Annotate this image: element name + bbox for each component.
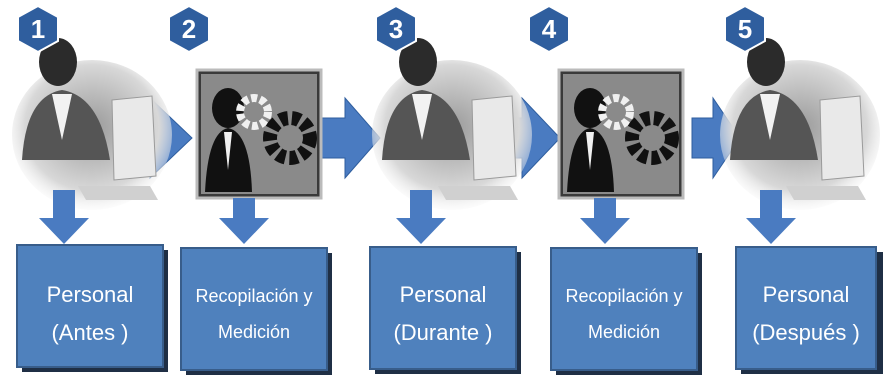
step-box	[735, 246, 877, 370]
step-box-line1: Personal	[763, 282, 850, 307]
down-arrow	[39, 190, 89, 244]
step-box	[369, 246, 517, 370]
person-at-computer-icon	[720, 38, 880, 210]
person-at-computer-icon	[372, 38, 532, 210]
step-box-line2: (Después )	[752, 320, 860, 345]
step-number-badge: 2	[168, 4, 210, 54]
step-box-line2: (Durante )	[393, 320, 492, 345]
gears-analysis-icon	[195, 68, 323, 200]
step-4: Recopilación y Medición 4	[528, 4, 702, 375]
step-box	[16, 244, 164, 368]
step-box-line2: Medición	[588, 322, 660, 342]
step-number-badge: 4	[528, 4, 570, 54]
step-box-line2: (Antes )	[51, 320, 128, 345]
step-1: Personal (Antes ) 1	[12, 4, 172, 372]
step-2: Recopilación y Medición 2	[168, 4, 332, 375]
step-number: 3	[389, 14, 403, 44]
down-arrow	[396, 190, 446, 244]
step-box-line2: Medición	[218, 322, 290, 342]
step-box-line1: Recopilación y	[195, 286, 312, 306]
step-number-badge: 5	[724, 4, 766, 54]
flow-arrow-2-3	[317, 96, 381, 180]
step-number: 2	[182, 14, 196, 44]
gears-analysis-icon	[557, 68, 685, 200]
step-3: Personal (Durante ) 3	[369, 4, 532, 374]
down-arrow	[219, 198, 269, 244]
step-box-line1: Personal	[400, 282, 487, 307]
down-arrow	[746, 190, 796, 244]
step-number: 1	[31, 14, 45, 44]
step-number-badge: 1	[17, 4, 59, 54]
step-number-badge: 3	[375, 4, 417, 54]
step-number: 5	[738, 14, 752, 44]
step-box-line1: Recopilación y	[565, 286, 682, 306]
step-box	[550, 247, 698, 371]
step-number: 4	[542, 14, 557, 44]
step-box	[180, 247, 328, 371]
person-at-computer-icon	[12, 38, 172, 210]
step-box-line1: Personal	[47, 282, 134, 307]
down-arrow	[580, 198, 630, 244]
step-5: Personal (Después ) 5	[720, 4, 883, 374]
